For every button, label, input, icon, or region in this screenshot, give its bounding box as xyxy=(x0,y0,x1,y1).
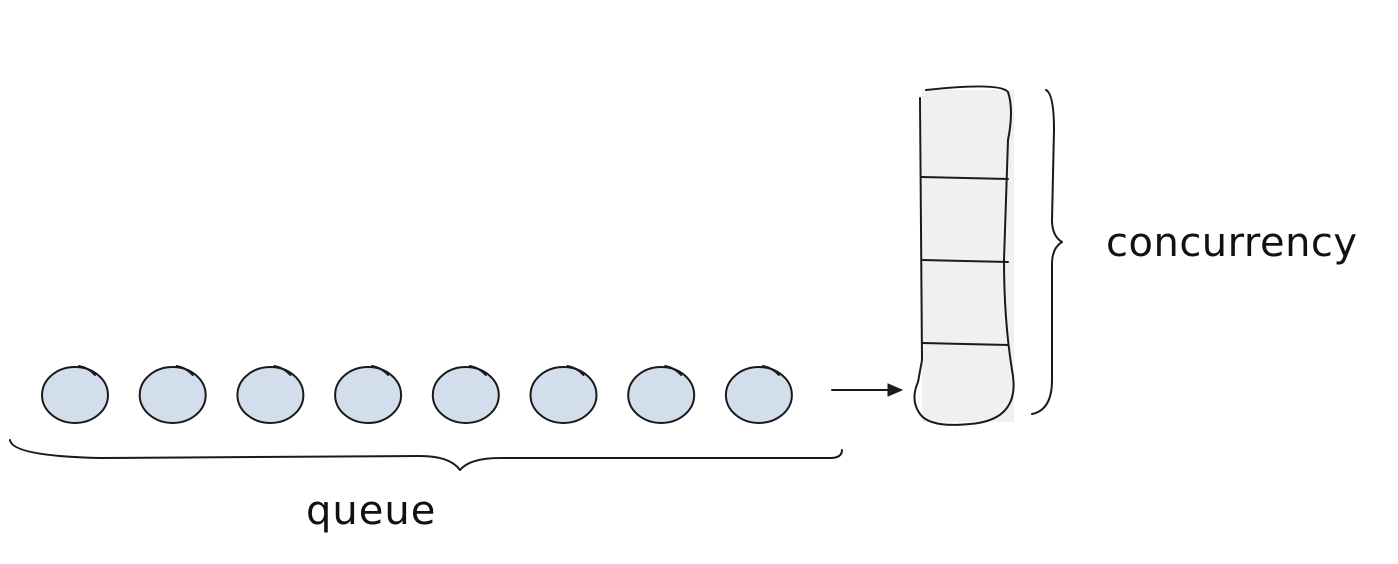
concurrency-brace xyxy=(1031,89,1063,415)
concurrency-slots xyxy=(913,85,1015,426)
queue-item xyxy=(41,365,109,424)
queue-item xyxy=(627,365,696,424)
queue-item xyxy=(431,365,500,424)
slot-divider xyxy=(921,259,1009,263)
arrow-to-slots xyxy=(831,383,904,397)
queue-items xyxy=(41,365,793,424)
queue-item xyxy=(236,365,305,424)
slot-divider xyxy=(921,342,1009,346)
queue-item xyxy=(724,365,793,424)
queue-item xyxy=(334,365,403,424)
queue-item xyxy=(529,365,598,424)
slot-divider xyxy=(921,176,1009,180)
queue-item xyxy=(138,365,207,424)
queue-label: queue xyxy=(306,488,437,534)
queue-brace xyxy=(9,439,843,471)
concurrency-label: concurrency xyxy=(1106,220,1358,266)
